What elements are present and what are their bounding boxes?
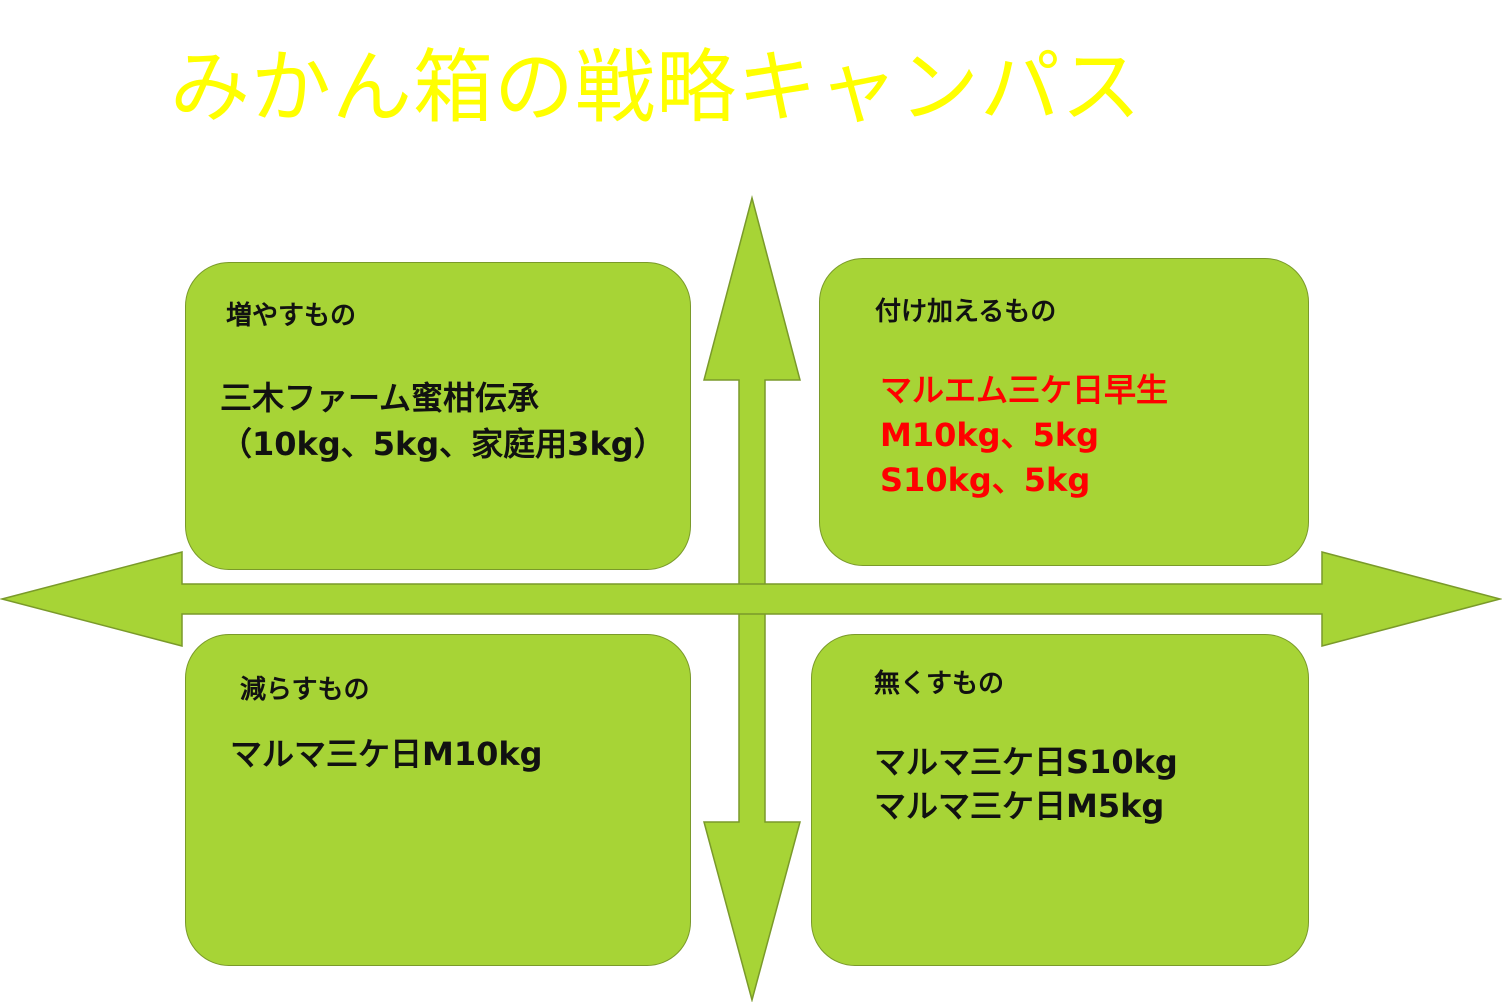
quadrant-item: マルマ三ケ日S10kg [874,743,1178,781]
quadrant-heading: 付け加えるもの [875,297,1057,327]
quadrant-heading: 減らすもの [240,675,370,705]
quadrant-item: マルマ三ケ日M10kg [230,735,543,773]
quadrant-heading: 増やすもの [226,301,357,331]
quadrant-item: （10kg、5kg、家庭用3kg） [220,425,666,463]
quadrant-reduce: 減らすもの マルマ三ケ日M10kg [185,634,691,966]
quadrant-increase: 増やすもの 三木ファーム蜜柑伝承 （10kg、5kg、家庭用3kg） [185,262,691,570]
quadrant-item: S10kg、5kg [880,461,1091,499]
horizontal-arrow [0,551,1502,647]
quadrant-item: M10kg、5kg [880,416,1100,454]
quadrant-item: 三木ファーム蜜柑伝承 [220,379,540,417]
page-title: みかん箱の戦略キャンパス [170,41,1142,134]
quadrant-heading: 無くすもの [874,669,1005,699]
quadrant-eliminate: 無くすもの マルマ三ケ日S10kg マルマ三ケ日M5kg [811,634,1309,966]
quadrant-add: 付け加えるもの マルエム三ケ日早生 M10kg、5kg S10kg、5kg [819,258,1309,566]
quadrant-item: マルマ三ケ日M5kg [874,787,1165,825]
quadrant-item: マルエム三ケ日早生 [880,371,1169,409]
